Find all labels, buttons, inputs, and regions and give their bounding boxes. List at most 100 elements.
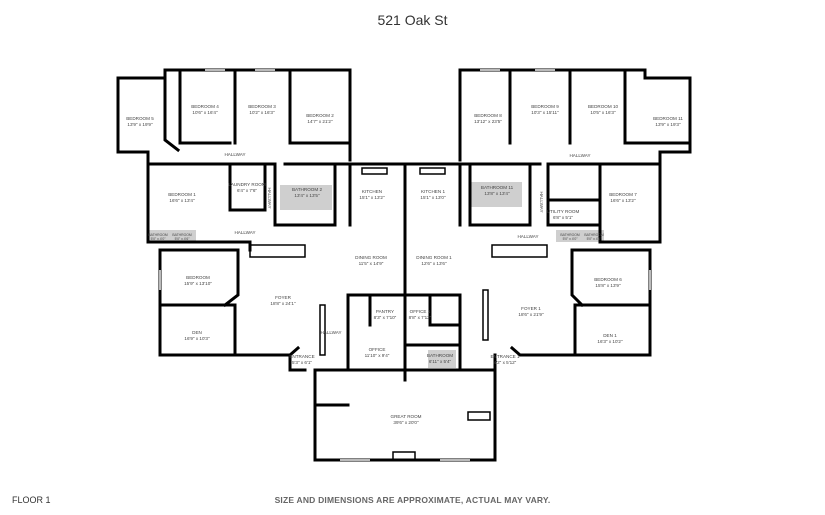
room-name: UTILITY ROOM xyxy=(547,209,580,214)
room-name: HALLWAY xyxy=(267,187,272,208)
room-name: BATHROOM xyxy=(560,233,580,237)
room-dimensions: 8'3" x 7'10" xyxy=(374,315,397,320)
room-dimensions: 13'9" x 19'3" xyxy=(655,122,681,127)
plan-title: 521 Oak St xyxy=(377,12,448,28)
room-name: FOYER xyxy=(275,295,292,300)
room-name: BEDROOM 8 xyxy=(474,113,502,118)
room-dimensions: 5'3" x 6'1" xyxy=(292,360,312,365)
room-name: GREAT ROOM xyxy=(391,414,422,419)
room-dimensions: 6'4" x 7'6" xyxy=(237,188,257,193)
room-name: OFFICE xyxy=(369,347,386,352)
room-dimensions: 10'3" x 15'11" xyxy=(531,110,559,115)
room-dimensions: 11'5" x 14'9" xyxy=(359,261,384,266)
room-name: HALLWAY xyxy=(539,191,544,212)
room-name: BATHROOM xyxy=(148,233,168,237)
room-name: OFFICE 1 xyxy=(410,309,431,314)
room-dimensions: 5'0" x 4'0" xyxy=(151,237,167,241)
room-dimensions: 8'8" x 7'12" xyxy=(409,315,432,320)
room-dimensions: 12'6" x 13'6" xyxy=(421,261,447,266)
room-dimensions: 39'6" x 20'0" xyxy=(393,420,419,425)
room-dimensions: 16'6" x 13'4" xyxy=(169,198,195,203)
room-name: KITCHEN xyxy=(362,189,382,194)
room-name: BATHROOM xyxy=(172,233,192,237)
room-dimensions: 13'8" x 13'4" xyxy=(484,191,510,196)
room-name: BEDROOM 2 xyxy=(306,113,334,118)
room-name: DINING ROOM xyxy=(355,255,387,260)
room-name: HALLWAY xyxy=(234,230,255,235)
room-dimensions: 11'10" x 9'4" xyxy=(365,353,390,358)
room-dimensions: 10'5" x 16'3" xyxy=(590,110,616,115)
room-label: HALLWAY xyxy=(539,191,544,212)
room-name: KITCHEN 1 xyxy=(421,189,445,194)
walls xyxy=(116,68,692,462)
disclaimer: SIZE AND DIMENSIONS ARE APPROXIMATE, ACT… xyxy=(274,495,551,505)
counters xyxy=(249,167,548,461)
room-name: FOYER 1 xyxy=(521,306,541,311)
room-dimensions: 14'7" x 21'2" xyxy=(307,119,333,124)
room-dimensions: 13'12" x 23'5" xyxy=(474,119,502,124)
room-name: HALLWAY xyxy=(569,153,590,158)
room-dimensions: 18'6" x 21'9" xyxy=(518,312,544,317)
room-dimensions: 15'8" x 13'9" xyxy=(595,283,621,288)
room-name: BATHROOM xyxy=(427,353,453,358)
room-name: BEDROOM 7 xyxy=(609,192,637,197)
room-dimensions: 15'9" x 13'10" xyxy=(184,281,212,286)
room-label: HALLWAY xyxy=(569,153,590,158)
room-name: BEDROOM 5 xyxy=(126,116,154,121)
room-label: HALLWAY xyxy=(267,187,272,208)
room-dimensions: 16'3" x 10'2" xyxy=(597,339,623,344)
room-dimensions: 4'2" x 5'12" xyxy=(494,360,517,365)
room-name: DEN xyxy=(192,330,202,335)
room-name: BEDROOM xyxy=(186,275,210,280)
room-name: DEN 1 xyxy=(603,333,617,338)
windows xyxy=(159,69,651,461)
room-dimensions: 6'11" x 5'4" xyxy=(429,359,452,364)
room-name: BATHROOM 11 xyxy=(481,185,514,190)
room-name: HALLWAY xyxy=(517,234,538,239)
room-label: HALLWAY xyxy=(234,230,255,235)
room-dimensions: 16'9" x 10'3" xyxy=(184,336,210,341)
bathroom-fills xyxy=(148,182,604,368)
room-name: BEDROOM 6 xyxy=(594,277,622,282)
room-name: HALLWAY xyxy=(224,152,245,157)
room-label: HALLWAY xyxy=(517,234,538,239)
room-name: BEDROOM 4 xyxy=(191,104,219,109)
room-dimensions: 5'0" x 4'0" xyxy=(563,237,579,241)
room-dimensions: 5'0" x 4'6" xyxy=(175,237,191,241)
room-name: ENTRANCE xyxy=(289,354,314,359)
room-dimensions: 13'4" x 13'5" xyxy=(294,193,320,198)
room-dimensions: 10'6" x 16'4" xyxy=(192,110,218,115)
room-name: HALLWAY xyxy=(320,330,341,335)
room-name: BEDROOM 3 xyxy=(248,104,276,109)
room-name: ENTRANCE 1 xyxy=(490,354,520,359)
room-name: BEDROOM 10 xyxy=(588,104,619,109)
